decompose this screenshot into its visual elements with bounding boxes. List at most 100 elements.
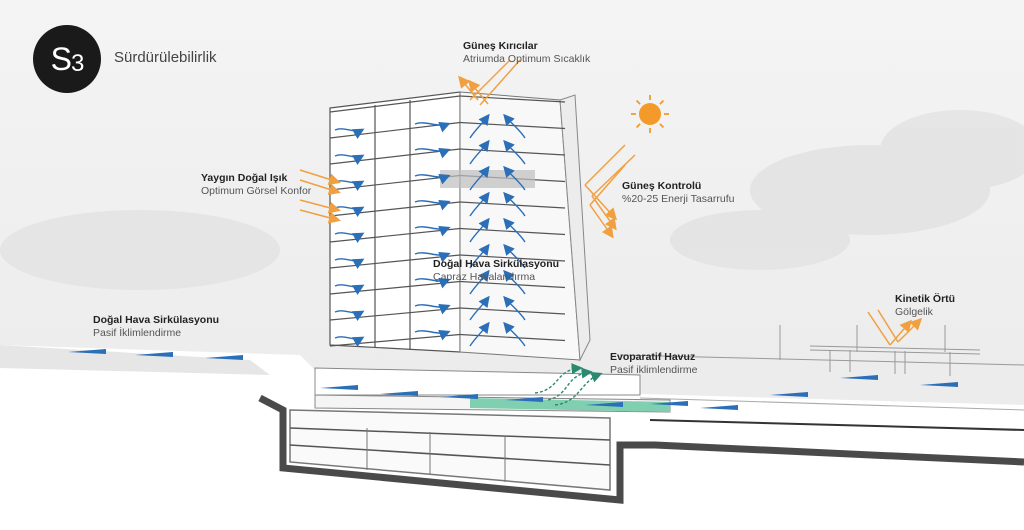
air-flow-wedge-icon	[135, 352, 173, 357]
air-flow-wedge-icon	[440, 394, 478, 399]
solar-ray-arrow-icon	[299, 169, 341, 186]
annotation-subtitle: Gölgelik	[895, 306, 933, 318]
air-flow-arrow-icon	[503, 113, 526, 139]
air-flow-arrow-icon	[414, 199, 451, 211]
air-flow-arrow-icon	[469, 139, 490, 165]
air-flow-arrow-icon	[334, 284, 365, 296]
floor-slab	[459, 307, 566, 315]
air-flow-arrow-icon	[503, 269, 526, 295]
solar-ray-arrow-icon	[468, 79, 489, 105]
air-flow-wedge-icon	[700, 405, 738, 410]
air-flow-wedge-icon	[380, 391, 418, 396]
kinetic-canopy-structure	[619, 325, 1024, 376]
air-flow-arrow-icon	[414, 173, 451, 185]
solar-ray-arrow-icon	[589, 204, 614, 239]
air-flow-wedge-icon	[840, 375, 878, 380]
solar-ray-arrows	[299, 59, 923, 346]
air-flow-arrow-icon	[469, 269, 490, 295]
clouds	[0, 110, 1024, 290]
air-flow-arrow-icon	[469, 243, 490, 269]
solar-ray-arrow-icon	[469, 59, 511, 101]
annotation-cross-ventilation: Doğal Hava Sirkülasyonu Çapraz Havalandı…	[433, 258, 559, 284]
annotation-title: Doğal Hava Sirkülasyonu	[433, 258, 560, 270]
air-flow-arrow-icon	[503, 243, 526, 269]
annotation-subtitle: Optimum Görsel Konfor	[201, 185, 312, 197]
floor-slab	[459, 227, 566, 236]
air-flow-arrow-icon	[414, 277, 451, 289]
annotation-title: Güneş Kontrolü	[622, 180, 702, 192]
floor-slab	[459, 95, 566, 103]
annotation-daylight: Yaygın Doğal Işık Optimum Görsel Konfor	[201, 172, 311, 198]
solar-ray-arrow-icon	[584, 144, 626, 186]
evaporative-pool	[470, 398, 670, 412]
solar-ray-arrow-icon	[299, 199, 341, 214]
annotation-title: Güneş Kırıcılar	[463, 40, 538, 52]
solar-ray-arrow-icon	[299, 209, 341, 224]
badge-number: 3	[70, 50, 84, 77]
annotation-title: Doğal Hava Sirkülasyonu	[93, 314, 220, 326]
annotation-title: Yaygın Doğal Işık	[201, 172, 288, 184]
air-flow-arrow-icon	[334, 310, 365, 322]
annotation-passive-cooling: Doğal Hava Sirkülasyonu Pasif İklimlendi…	[93, 314, 219, 340]
air-flow-arrow-icon	[469, 191, 490, 217]
annotation-sunshades: Güneş Kırıcılar Atriumda Optimum Sıcaklı…	[463, 40, 590, 66]
air-flow-arrows	[334, 113, 526, 348]
evaporative-flow-arrows	[534, 363, 603, 406]
air-flow-wedge-icon	[68, 349, 106, 354]
sun-ray	[635, 99, 641, 105]
air-flow-arrow-icon	[503, 295, 526, 321]
badge-letter: S	[50, 40, 72, 77]
air-flow-arrow-icon	[334, 336, 365, 348]
ground-air-flow-arrows	[68, 349, 958, 410]
air-flow-arrow-icon	[469, 165, 490, 191]
air-flow-arrow-icon	[503, 191, 526, 217]
air-flow-wedge-icon	[920, 382, 958, 387]
solar-ray-arrow-icon	[479, 59, 521, 106]
air-flow-arrow-icon	[469, 113, 490, 139]
solar-ray-arrow-icon	[889, 319, 912, 346]
office-tower	[329, 91, 591, 362]
floor-slab	[459, 201, 566, 209]
annotation-title: Evoparatif Havuz	[610, 351, 696, 363]
floor-slab	[459, 254, 566, 262]
air-flow-arrow-icon	[469, 321, 490, 347]
sun-ray	[635, 123, 641, 129]
air-flow-arrow-icon	[469, 217, 490, 243]
sun-icon	[631, 95, 669, 133]
air-flow-arrow-icon	[334, 128, 365, 140]
annotation-subtitle: Atriumda Optimum Sıcaklık	[463, 53, 591, 65]
air-flow-arrow-icon	[469, 295, 490, 321]
floor-slab	[329, 95, 461, 113]
air-flow-arrow-icon	[414, 121, 451, 133]
solar-ray-arrow-icon	[584, 184, 618, 221]
air-flow-arrow-icon	[414, 225, 451, 237]
air-flow-arrow-icon	[334, 232, 365, 244]
annotation-kinetic-canopy: Kinetik Örtü Gölgelik	[895, 293, 955, 319]
air-flow-arrow-icon	[503, 321, 526, 347]
air-flow-wedge-icon	[205, 355, 243, 360]
air-flow-wedge-icon	[505, 397, 543, 402]
air-flow-arrow-icon	[503, 139, 526, 165]
solar-ray-arrow-icon	[591, 195, 617, 231]
solar-ray-arrow-icon	[589, 164, 626, 206]
air-flow-arrow-icon	[414, 147, 451, 159]
air-flow-arrow-icon	[334, 258, 365, 270]
air-flow-arrow-icon	[414, 251, 451, 263]
annotation-title: Kinetik Örtü	[895, 293, 956, 305]
sun-ray	[659, 123, 665, 129]
sun-ray	[659, 99, 665, 105]
annotation-solar-control: Güneş Kontrolü %20-25 Enerji Tasarrufu	[622, 180, 734, 206]
air-flow-arrow-icon	[503, 217, 526, 243]
solar-ray-arrow-icon	[299, 179, 341, 196]
annotation-subtitle: Pasif İklimlendirme	[93, 327, 182, 339]
page-title: Sürdürülebilirlik	[114, 49, 217, 66]
solar-ray-arrow-icon	[591, 154, 636, 197]
solar-ray-arrow-icon	[877, 309, 899, 343]
air-flow-wedge-icon	[320, 385, 358, 390]
annotation-subtitle: Çapraz Havalandırma	[433, 271, 536, 283]
underground-basement	[258, 394, 1024, 504]
annotation-subtitle: %20-25 Enerji Tasarrufu	[622, 193, 735, 205]
air-flow-wedge-icon	[585, 402, 623, 407]
